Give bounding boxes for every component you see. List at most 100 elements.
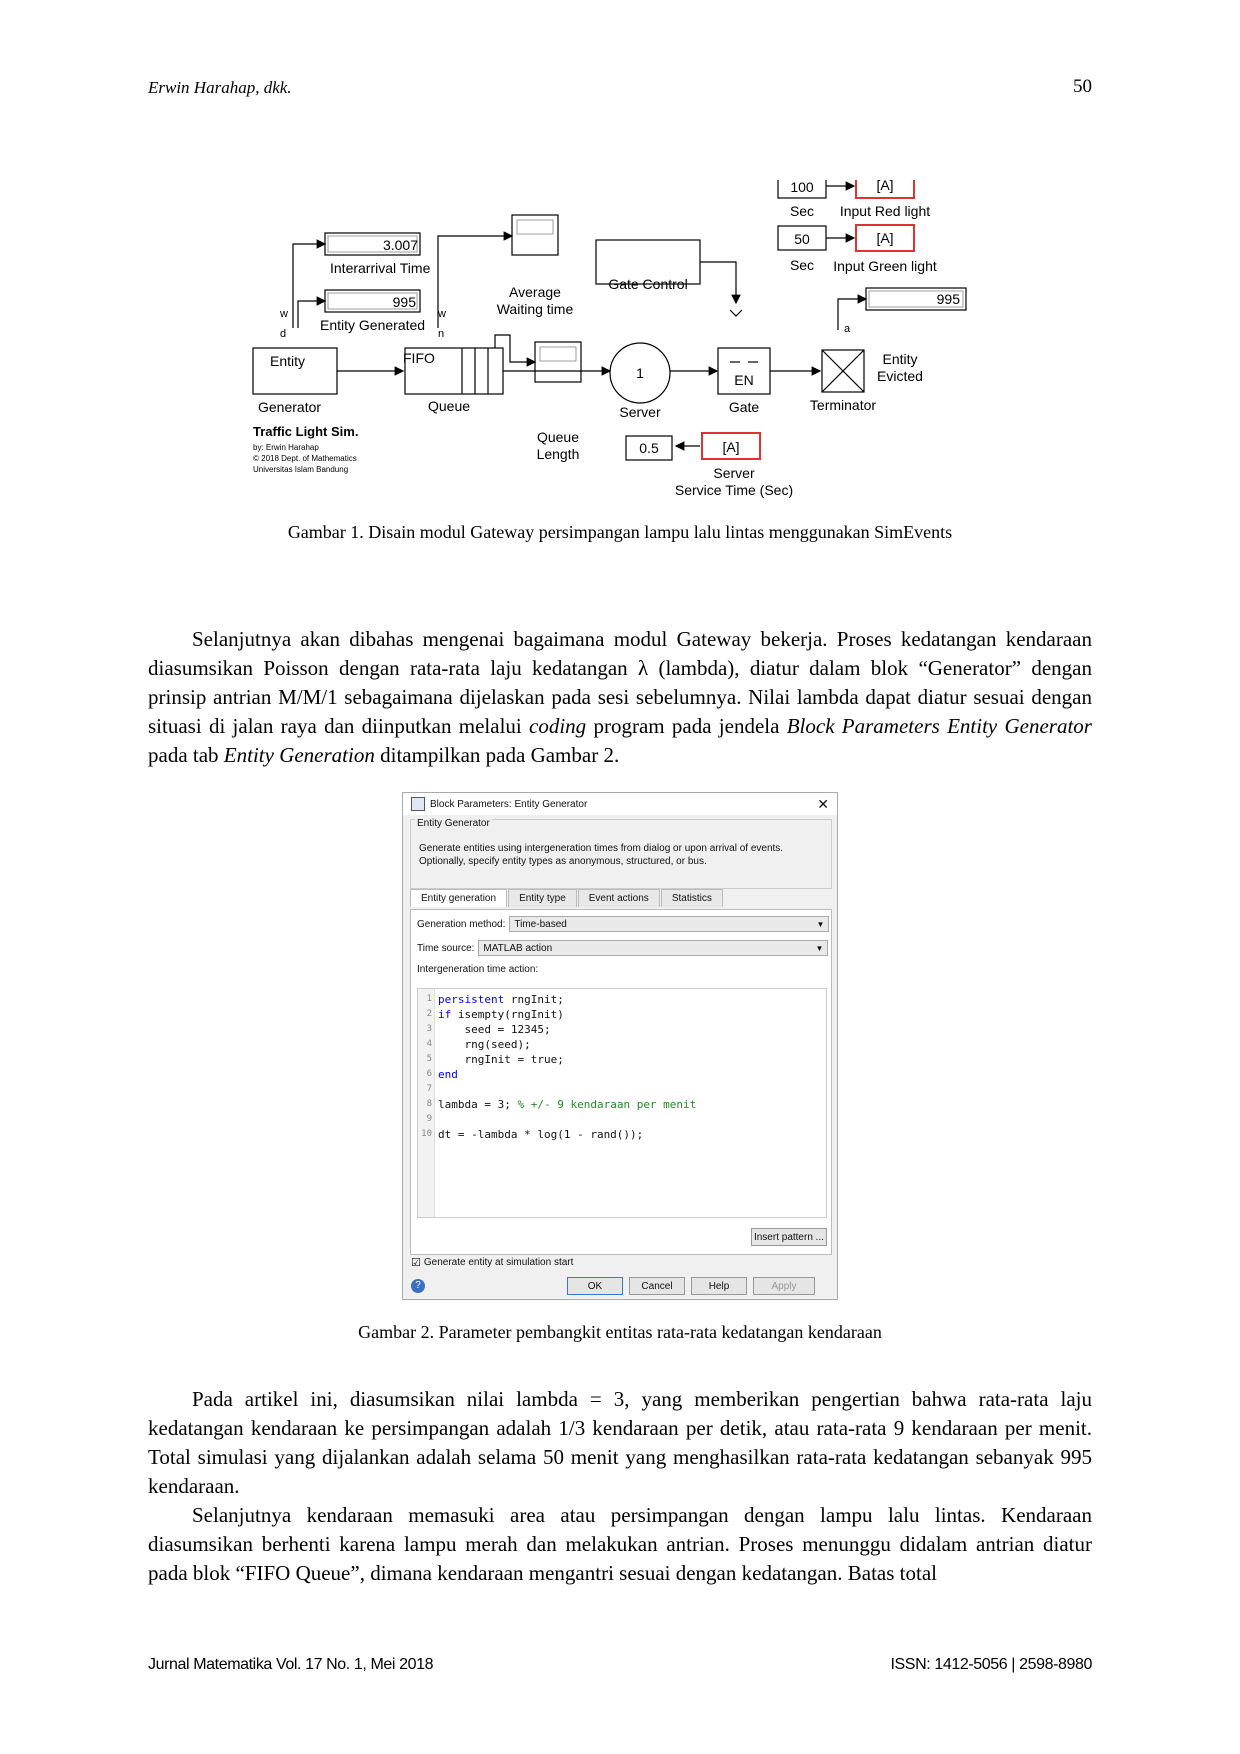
port-w1: w (279, 308, 288, 320)
avg-waiting-label-1: Average (509, 284, 561, 300)
footer-journal: Jurnal Matematika Vol. 17 No. 1, Mei 201… (148, 1656, 434, 1673)
tab-statistics[interactable]: Statistics (660, 889, 723, 907)
insert-pattern-button[interactable]: Insert pattern ... (751, 1228, 827, 1246)
ok-button[interactable]: OK (567, 1277, 623, 1295)
group-description: Generate entities using intergeneration … (419, 843, 784, 867)
code-line-number: 1 (426, 994, 432, 1004)
server-block[interactable] (609, 342, 671, 404)
code-line-number: 10 (421, 1129, 432, 1139)
paragraph-3: Selanjutnya kendaraan memasuki area atau… (148, 1503, 1092, 1585)
red-light-value: 100 (790, 180, 814, 195)
red-light-label: Input Red light (840, 203, 930, 219)
red-light-goto[interactable] (855, 180, 915, 199)
figure2-caption: Gambar 2. Parameter pembangkit entitas r… (358, 1322, 882, 1342)
port-a: a (844, 323, 851, 335)
p1-text-d: ditampilkan pada Gambar 2. (374, 743, 620, 767)
credit-copyright: © 2018 Dept. of Mathematics (253, 454, 357, 463)
code-line: rngInit = true; (438, 1053, 564, 1066)
service-time-label-1: Server (713, 465, 755, 481)
code-text: lambda = 3; (438, 1098, 518, 1111)
help-icon[interactable]: ? (411, 1279, 425, 1293)
footer-issn: ISSN: 1412-5056 | 2598-8980 (890, 1656, 1092, 1673)
server-label: Server (619, 404, 661, 420)
p1-coding: coding (529, 714, 587, 738)
green-light-label: Input Green light (833, 258, 937, 274)
p1-text-a: Selanjutnya akan dibahas mengenai bagaim… (148, 627, 1092, 738)
chevron-down-icon: ▼ (815, 944, 824, 953)
gate-label: Gate (729, 399, 760, 415)
simulink-block-icon (411, 797, 425, 811)
code-keyword: if (438, 1008, 452, 1021)
chevron-down-icon: ▼ (816, 920, 825, 929)
code-text: rng(seed); (438, 1038, 531, 1051)
service-time-value: 0.5 (639, 440, 659, 456)
paragraph-2-3: Pada artikel ini, diasumsikan nilai lamb… (148, 1385, 1092, 1588)
queue-length-label-2: Length (537, 446, 580, 462)
tab-entity-type[interactable]: Entity type (508, 889, 577, 907)
gate-inner-label: EN (734, 372, 753, 388)
interarrival-label: Interarrival Time (330, 260, 431, 276)
code-text: dt = -lambda * log(1 - rand()); (438, 1128, 644, 1141)
green-light-unit: Sec (790, 257, 814, 273)
green-light-value: 50 (794, 231, 810, 247)
generation-method-select[interactable]: Time-based ▼ (509, 916, 830, 932)
code-line: if isempty(rngInit) (438, 1008, 564, 1021)
dialog-tabs: Entity generation Entity type Event acti… (410, 889, 724, 907)
generate-at-start-row: ☑ Generate entity at simulation start (411, 1256, 573, 1269)
code-keyword: persistent (438, 993, 505, 1006)
code-line-number: 4 (426, 1039, 432, 1049)
code-line-number: 2 (426, 1009, 432, 1019)
code-line: seed = 12345; (438, 1023, 550, 1036)
apply-button[interactable]: Apply (753, 1277, 815, 1295)
figure1-caption: Gambar 1. Disain modul Gateway persimpan… (287, 522, 953, 542)
page-number: 50 (1073, 76, 1092, 97)
time-source-value: MATLAB action (483, 943, 553, 954)
help-button[interactable]: Help (691, 1277, 747, 1295)
paragraph-2: Pada artikel ini, diasumsikan nilai lamb… (148, 1387, 1092, 1498)
credit-author: by: Erwin Harahap (253, 443, 319, 452)
interarrival-value: 3.007 (383, 237, 418, 253)
green-light-tag: [A] (876, 230, 893, 246)
green-light-goto[interactable] (855, 224, 915, 252)
dialog-title: Block Parameters: Entity Generator (430, 798, 588, 810)
code-gutter (418, 989, 435, 1217)
close-icon[interactable]: ✕ (817, 795, 829, 812)
time-source-select[interactable]: MATLAB action ▼ (478, 940, 829, 956)
matlab-code-editor[interactable]: 1 persistent rngInit; 2 if isempty(rngInit)… (417, 988, 827, 1218)
service-time-label-2: Service Time (Sec) (675, 482, 793, 498)
tab-entity-generation[interactable]: Entity generation (410, 889, 508, 907)
gate-control-label: Gate Control (608, 276, 687, 292)
service-time-from[interactable] (701, 432, 761, 460)
service-time-tag: [A] (722, 439, 739, 455)
code-text: isempty(rngInit) (451, 1008, 564, 1021)
entity-generator-group: Entity Generator Generate entities using… (410, 818, 832, 889)
code-text: rngInit = true; (438, 1053, 564, 1066)
group-label: Entity Generator (415, 818, 492, 829)
code-line: lambda = 3; % +/- 9 kendaraan per menit (438, 1098, 696, 1111)
checkbox-checked-icon[interactable]: ☑ (411, 1257, 421, 1269)
p1-text-c: pada tab (148, 743, 224, 767)
p1-block-params: Block Parameters Entity Generator (786, 714, 1092, 738)
entity-generation-panel: Generation method: Time-based ▼ Time sou… (410, 909, 832, 1255)
server-value: 1 (636, 365, 644, 381)
tab-event-actions[interactable]: Event actions (577, 889, 660, 907)
queue-top-label: FIFO (403, 350, 435, 366)
intergeneration-label: Intergeneration time action: (417, 964, 539, 975)
credit-title: Traffic Light Sim. (253, 424, 358, 439)
terminator-block[interactable] (821, 349, 865, 393)
code-line: persistent rngInit; (438, 993, 564, 1006)
cancel-button[interactable]: Cancel (629, 1277, 685, 1295)
code-line: end (438, 1068, 458, 1081)
paragraph-1: Selanjutnya akan dibahas mengenai bagaim… (148, 625, 1092, 770)
entity-generator-top-label: Entity (270, 353, 305, 369)
evicted-label-2: Evicted (877, 368, 923, 384)
service-time-constant[interactable] (625, 435, 673, 461)
dialog-titlebar: Block Parameters: Entity Generator ✕ (403, 793, 837, 815)
p1-text-b: program pada jendela (586, 714, 787, 738)
terminator-label: Terminator (810, 397, 876, 413)
code-line-number: 6 (426, 1069, 432, 1079)
port-d: d (280, 328, 286, 340)
evicted-value: 995 (937, 291, 961, 307)
code-line-number: 9 (426, 1114, 432, 1124)
code-line-number: 3 (426, 1024, 432, 1034)
